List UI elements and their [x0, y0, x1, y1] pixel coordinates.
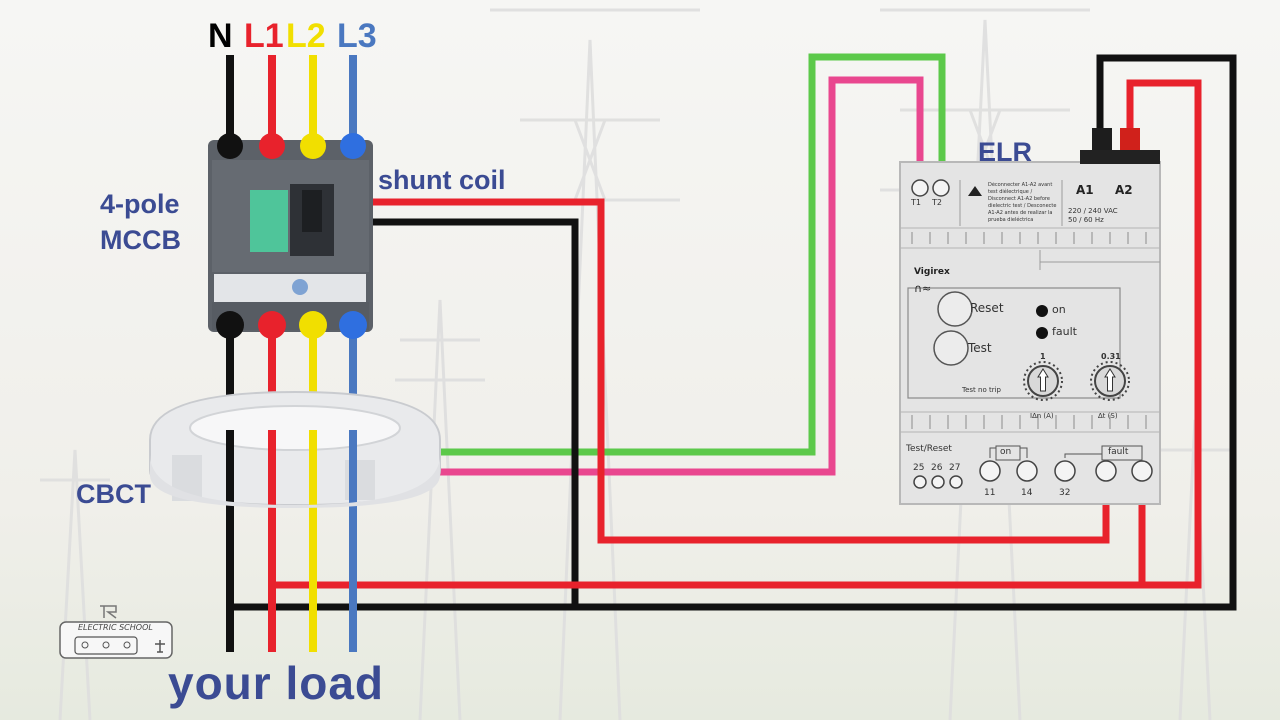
mccb-breaker [208, 140, 373, 332]
phase-conductors-front [226, 430, 357, 652]
fault-led [1036, 327, 1048, 339]
terminal-27: 27 [949, 463, 961, 473]
sensitivity-dial [1023, 361, 1063, 401]
mccb-terminals [216, 133, 367, 339]
l3-bottom-terminal [339, 311, 367, 339]
shunt-coil-red-wire [372, 198, 1110, 544]
t1-label: T1 [911, 198, 921, 207]
dial2-top-value: 0.31 [1101, 352, 1121, 361]
terminal-11: 11 [984, 488, 996, 498]
a1-label: A1 [1076, 183, 1094, 197]
test-button [933, 330, 969, 366]
terminal-25: 25 [913, 463, 925, 473]
l2-bottom-terminal [299, 311, 327, 339]
mccb-toggle [302, 190, 322, 232]
relay-bottom-terminals [913, 460, 1153, 489]
a1-terminal [1092, 128, 1112, 150]
l3-top-terminal [340, 133, 366, 159]
dial1-top-value: 1 [1040, 352, 1046, 361]
t2-label: T2 [932, 198, 942, 207]
l1-bottom-terminal [258, 311, 286, 339]
your-load-label: your load [168, 657, 385, 709]
electric-school-logo [59, 605, 173, 659]
n-bottom-terminal [216, 311, 244, 339]
a2-supply-red-wire [272, 79, 1202, 589]
phase-label-l3: L3 [337, 17, 377, 55]
shunt-coil-black-wire [372, 218, 579, 607]
reset-button [937, 291, 973, 327]
reset-label: Reset [970, 301, 1004, 315]
phase-label-l2: L2 [286, 17, 326, 55]
mccb-label-line1: 4-pole [100, 189, 180, 219]
dial1-unit: I∆n (A) [1030, 412, 1054, 420]
a2-terminal [1120, 128, 1140, 150]
t1-terminal [911, 179, 929, 197]
frequency-rating: 50 / 60 Hz [1068, 216, 1104, 224]
on-group-label: on [1000, 447, 1012, 457]
mccb-label-line2: MCCB [100, 225, 181, 255]
t2-terminal [932, 179, 950, 197]
phase-label-l1: L1 [244, 17, 284, 55]
supply-rating: 220 / 240 VAC [1068, 207, 1118, 215]
phase-label-n: N [208, 17, 233, 55]
on-led-label: on [1052, 303, 1066, 316]
elr-label: ELR [978, 137, 1032, 167]
test-reset-label: Test/Reset [906, 444, 952, 454]
waveform-icon: ∩≈ [914, 282, 932, 295]
brand-label: Vigirex [914, 267, 950, 277]
cbct-ring [149, 390, 441, 507]
a2-label: A2 [1115, 183, 1133, 197]
on-group-box [995, 445, 1021, 461]
dial2-unit: ∆t (S) [1098, 412, 1118, 420]
l1-top-terminal [259, 133, 285, 159]
a1-supply-black-wire [230, 54, 1237, 611]
cbct-label: CBCT [76, 479, 151, 509]
test-no-trip-label: Test no trip [962, 386, 1001, 394]
test-label: Test [968, 341, 992, 355]
terminal-26: 26 [931, 463, 943, 473]
terminal-14: 14 [1021, 488, 1033, 498]
mccb-green-label [250, 190, 288, 252]
terminal-32: 32 [1059, 488, 1071, 498]
n-top-terminal [217, 133, 243, 159]
shunt-coil-label: shunt coil [378, 165, 506, 195]
fault-group-box [1101, 445, 1143, 461]
fault-led-label: fault [1052, 325, 1077, 338]
green-wire [436, 53, 946, 456]
dielectric-notice: Déconnecter A1-A2 avant test diélectriqu… [988, 182, 1057, 223]
on-led [1036, 305, 1048, 317]
fault-group-label: fault [1108, 447, 1129, 457]
logo-text: ELECTRIC SCHOOL [78, 623, 153, 632]
l2-top-terminal [300, 133, 326, 159]
time-delay-dial [1090, 361, 1130, 401]
pink-wire [436, 76, 924, 476]
